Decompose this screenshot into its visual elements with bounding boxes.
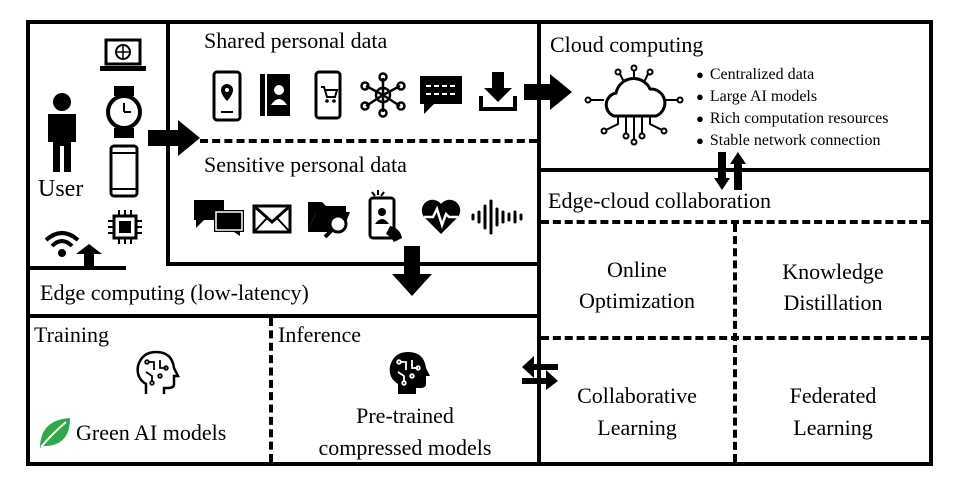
network-nodes-icon (360, 72, 406, 118)
outer-border-top (26, 20, 933, 24)
edge-col-dashed (269, 318, 273, 462)
chat-bubbles-icon (194, 200, 244, 236)
cloud-bullet-list: Centralized data Large AI models Rich co… (696, 64, 889, 152)
phone-location-icon (212, 70, 242, 122)
laptop-icon (100, 38, 146, 71)
arrow-right-cloud-icon (524, 74, 572, 110)
arrow-right-user-icon (148, 120, 200, 156)
edge-top-line (26, 266, 126, 270)
arrow-up-icon (76, 244, 102, 268)
smartphone-icon (109, 144, 139, 198)
training-label: Training (34, 322, 109, 347)
sensitive-data-title: Sensitive personal data (204, 152, 407, 177)
data-bottom-line (166, 262, 539, 266)
outer-border-left (26, 20, 30, 466)
head-circuit-icon (136, 350, 181, 394)
arrow-down-icon (392, 246, 432, 296)
cloud-bullet: Large AI models (696, 86, 888, 108)
green-leaf-icon (40, 418, 70, 448)
green-ai-models-label: Green AI models (76, 420, 227, 445)
data-divider-dashed (200, 139, 537, 143)
wifi-icon (44, 231, 80, 257)
cloud-divider (537, 20, 541, 466)
person-icon (48, 93, 76, 172)
edge-top-line-2 (98, 266, 118, 270)
bidirectional-arrow-icon (714, 152, 746, 190)
edge-section-line (26, 314, 539, 318)
chip-icon (108, 210, 142, 244)
cloud-bullet: Stable network connection (696, 130, 888, 152)
edge-cloud-title: Edge-cloud collaboration (548, 188, 771, 213)
chat-message-icon (420, 76, 462, 114)
inference-label: Inference (278, 322, 362, 347)
audio-wave-icon (471, 199, 523, 235)
edge-cloud-col-dashed (733, 224, 737, 462)
folder-search-icon (308, 202, 350, 239)
cloud-bullet: Centralized data (696, 64, 888, 86)
user-label: User (38, 176, 84, 202)
cloud-title: Cloud computing (550, 32, 704, 57)
download-icon (479, 72, 517, 111)
mail-icon (252, 204, 292, 234)
cloud-network-icon (584, 64, 684, 146)
phone-cart-icon (314, 70, 342, 120)
shared-data-title: Shared personal data (204, 28, 388, 53)
outer-border-right (929, 20, 933, 466)
phone-face-icon (368, 190, 402, 242)
contact-book-icon (260, 74, 290, 116)
edge-cloud-divider-dashed (541, 220, 929, 224)
cloud-bullet: Rich computation resources (696, 108, 889, 130)
outer-border-bottom (26, 462, 933, 466)
exchange-arrows-icon (522, 356, 558, 390)
edge-computing-title: Edge computing (low-latency) (40, 280, 309, 305)
heartbeat-icon (421, 199, 461, 234)
smartwatch-icon (106, 86, 142, 138)
head-ai-filled-icon (389, 352, 430, 394)
